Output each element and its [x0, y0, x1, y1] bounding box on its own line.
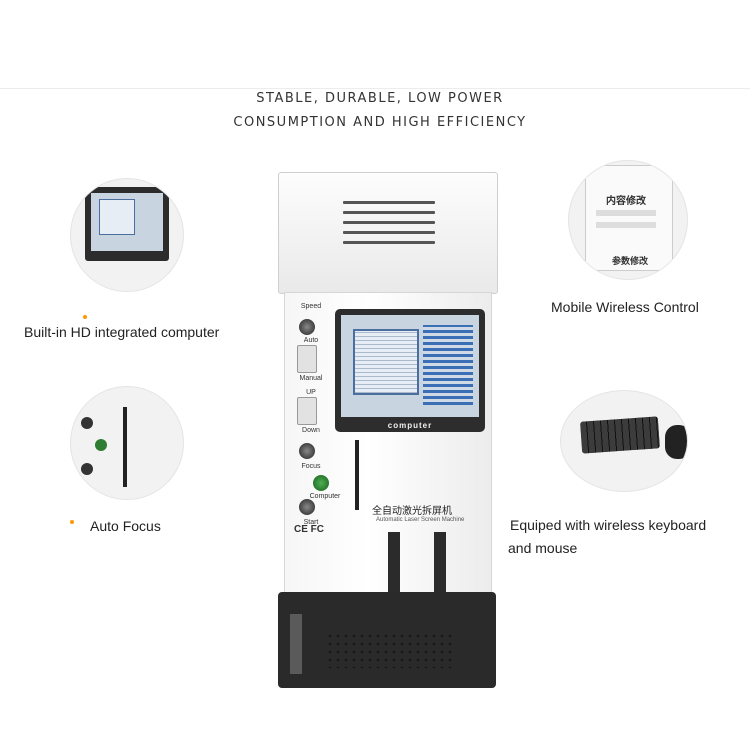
up-label: UP — [306, 389, 316, 396]
focus-knob-icon — [299, 443, 315, 459]
phone-subtitle: 参数修改 — [612, 256, 649, 266]
start-label: Start — [303, 519, 319, 526]
laser-machine-image: Speed Auto Manual UP Down Focus Computer… — [278, 172, 498, 692]
top-divider — [0, 88, 750, 89]
monitor-brand: computer — [387, 421, 433, 430]
machine-label-en: Automatic Laser Screen Machine — [376, 517, 465, 523]
clamp-post-right — [434, 532, 446, 602]
feature-keyboard-line1: Equiped with wireless keyboard — [510, 517, 707, 533]
headline-line2: CONSUMPTION AND HIGH EFFICIENCY — [233, 115, 527, 130]
headline-line1: STABLE, DURABLE, LOW POWER — [256, 91, 504, 106]
clamp-post-left — [388, 532, 400, 602]
mouse-icon — [665, 425, 687, 459]
phone-screen: 内容修改 参数修改 — [585, 165, 673, 271]
start-knob-icon — [299, 499, 315, 515]
auto-label: Auto — [303, 337, 319, 344]
focus-label: Focus — [301, 463, 321, 470]
computer-knob-icon — [313, 475, 329, 491]
cert-mark: CE FC — [294, 524, 324, 535]
focus-inset-image — [70, 386, 184, 500]
monitor: computer — [335, 309, 485, 432]
down-label: Down — [302, 427, 320, 434]
feature-keyboard-line2: and mouse — [508, 540, 578, 556]
laser-head — [278, 172, 498, 294]
bullet-dot — [83, 315, 87, 319]
monitor-screen — [341, 315, 479, 417]
computer-inset-image — [70, 178, 184, 292]
feature-mobile-control: Mobile Wireless Control — [551, 299, 699, 315]
auto-manual-switch — [297, 345, 317, 373]
manual-label: Manual — [299, 375, 323, 382]
keyboard-icon — [579, 416, 661, 454]
phone-title: 内容修改 — [606, 196, 646, 207]
bullet-dot — [70, 520, 74, 524]
up-down-switch — [297, 397, 317, 425]
mobile-inset-image: 内容修改 参数修改 — [568, 160, 688, 280]
keyboard-inset-image — [560, 390, 688, 492]
laser-probe — [355, 440, 359, 510]
speed-label: Speed — [300, 303, 322, 310]
machine-base — [278, 592, 496, 688]
feature-auto-focus: Auto Focus — [90, 518, 161, 534]
feature-computer: Built-in HD integrated computer — [24, 324, 220, 340]
computer-label: Computer — [309, 493, 341, 500]
speed-knob-icon — [299, 319, 315, 335]
machine-label-cn: 全自动激光拆屏机 — [372, 506, 452, 517]
